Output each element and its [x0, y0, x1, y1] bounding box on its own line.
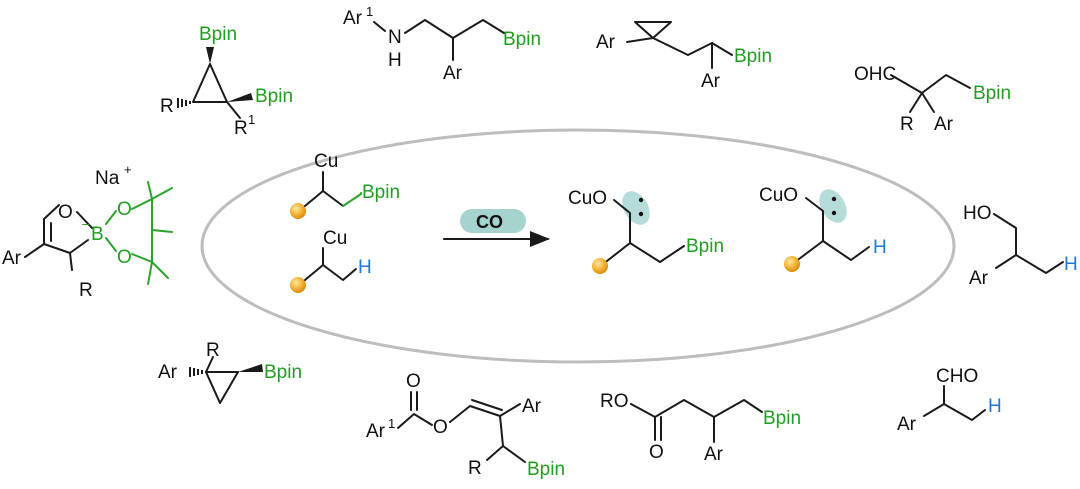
o-label: O — [433, 417, 448, 438]
o-label: O — [117, 247, 132, 268]
ar1-label: Ar — [343, 8, 363, 29]
cu-h-intermediate: Cu H — [290, 228, 372, 293]
superscript-1: 1 — [248, 112, 255, 127]
plus-sign: + — [124, 162, 132, 177]
mechanism-ellipse — [200, 128, 956, 364]
radical-highlight — [819, 189, 847, 223]
acyl-copper-h: CuO H — [759, 185, 887, 272]
particle-marker — [290, 203, 306, 219]
bpin-label: Bpin — [686, 236, 724, 257]
h-label: H — [988, 396, 1002, 417]
h-label: H — [388, 50, 402, 71]
bpin-label: Bpin — [503, 29, 541, 50]
co-badge — [460, 209, 526, 233]
superscript-1: 1 — [366, 4, 373, 19]
h-label: H — [1064, 254, 1078, 275]
aldehyde-h: CHO Ar H — [897, 366, 1002, 435]
o-label: O — [58, 202, 73, 223]
o-label: O — [406, 371, 421, 392]
enol-ester-bpin: O Ar 1 O Ar R Bpin — [366, 371, 565, 480]
cu-label: Cu — [323, 228, 347, 249]
ar-label: Ar — [2, 248, 22, 269]
cuo-label: CuO — [759, 185, 798, 206]
na-label: Na — [95, 168, 120, 189]
n-label: N — [388, 27, 402, 48]
ar-label: Ar — [969, 268, 989, 289]
cuo-label: CuO — [568, 188, 607, 209]
ar-label: Ar — [934, 114, 954, 135]
bpin-label: Bpin — [362, 182, 400, 203]
ohc-label: OHC — [854, 64, 896, 85]
ar-label: Ar — [596, 32, 616, 53]
h-label: H — [358, 257, 372, 278]
cyclopropane-bpin: Ar R Bpin — [158, 340, 302, 404]
o-label: O — [117, 199, 132, 220]
ar-label: Ar — [158, 362, 178, 383]
ester-bpin: RO O Ar Bpin — [600, 391, 801, 465]
co-label: CO — [476, 212, 503, 232]
r-label: R — [468, 458, 482, 479]
borate-complex: Na + O Ar R B – O O — [2, 162, 173, 301]
h-label: H — [873, 237, 887, 258]
o-label: O — [649, 442, 664, 463]
ar1-label: Ar — [366, 421, 386, 442]
r-label: R — [160, 96, 174, 117]
bpin-label: Bpin — [199, 24, 237, 45]
bpin-label: Bpin — [734, 46, 772, 67]
r-label: R — [206, 340, 220, 361]
ar-label: Ar — [704, 444, 724, 465]
bpin-label: Bpin — [527, 459, 565, 480]
minus-sign: – — [82, 216, 90, 231]
ro-label: RO — [600, 391, 629, 412]
r-label: R — [900, 114, 914, 135]
cho-label: CHO — [936, 366, 978, 387]
b-label: B — [91, 224, 104, 245]
ho-label: HO — [963, 203, 992, 224]
particle-marker — [592, 258, 608, 274]
cu-bpin-intermediate: Cu Bpin — [290, 151, 400, 219]
ar-label: Ar — [701, 71, 721, 92]
bpin-label: Bpin — [264, 362, 302, 383]
particle-marker — [290, 277, 306, 293]
ar-label: Ar — [522, 396, 542, 417]
cyclopropane-diboronate: Bpin Bpin R R 1 — [160, 24, 293, 139]
superscript-1: 1 — [388, 416, 395, 431]
cu-label: Cu — [314, 151, 338, 172]
bpin-label: Bpin — [255, 86, 293, 107]
cyclopropyl-bpin: Ar Ar Bpin — [596, 21, 772, 92]
acyl-copper-bpin: CuO Bpin — [568, 188, 724, 274]
aldehyde-bpin: OHC R Ar Bpin — [854, 64, 1011, 135]
amine-bpin: Ar 1 N H Ar Bpin — [343, 4, 541, 84]
ar-label: Ar — [443, 63, 463, 84]
co-insertion-arrow: CO — [443, 209, 550, 247]
alcohol-h: HO Ar H — [963, 203, 1078, 289]
r1-label: R — [234, 118, 248, 139]
bpin-label: Bpin — [763, 408, 801, 429]
bpin-label: Bpin — [973, 83, 1011, 104]
particle-marker — [784, 256, 800, 272]
ar-label: Ar — [897, 414, 917, 435]
r-label: R — [79, 280, 93, 301]
